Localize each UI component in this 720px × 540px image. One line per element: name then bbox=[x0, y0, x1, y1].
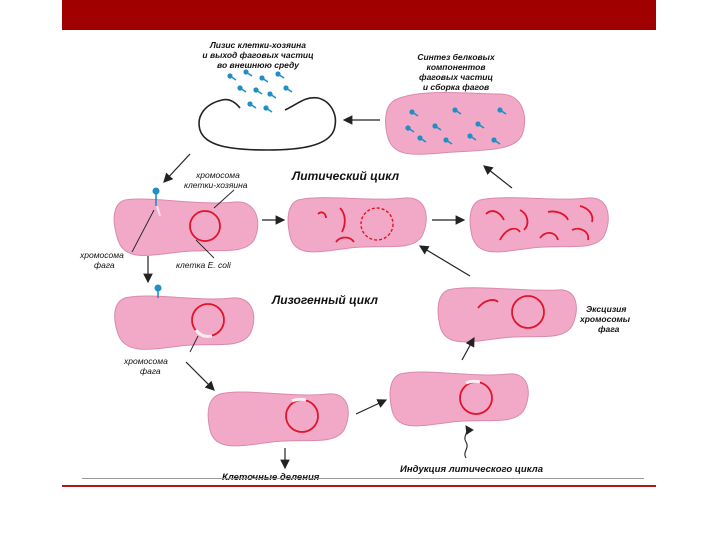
host-chromosome-label-line-1: хромосома bbox=[195, 170, 240, 180]
excision-label-line-3: фага bbox=[598, 324, 620, 334]
header-bar bbox=[62, 0, 656, 30]
synthesis-label-line-2: компонентов bbox=[427, 62, 486, 72]
host-chromosome-label-line-2: клетки-хозяина bbox=[184, 180, 248, 190]
lytic-cell-2 bbox=[469, 197, 609, 253]
bottom-rule-grey bbox=[82, 478, 644, 479]
phage-chromosome-label-1-line-2: фага bbox=[94, 260, 115, 270]
lysogenic-cycle-title: Лизогенный цикл bbox=[271, 293, 379, 307]
replicated-phage-dna bbox=[485, 205, 594, 241]
label-pointers bbox=[131, 189, 235, 353]
prophage-segment-1 bbox=[194, 329, 213, 338]
phage-dna-fragments bbox=[317, 207, 355, 243]
daughter-cell-1 bbox=[207, 391, 349, 447]
infected-cell bbox=[113, 198, 259, 256]
synthesis-label-line-1: Синтез белковых bbox=[417, 52, 496, 62]
excision-cell bbox=[437, 287, 577, 343]
lysed-cell-outline-2 bbox=[221, 98, 241, 109]
synthesis-label-line-3: фаговых частиц bbox=[419, 72, 493, 82]
induction-squiggle bbox=[464, 425, 474, 459]
attached-phage bbox=[154, 284, 162, 298]
lysis-label-line-3: во внешнюю среду bbox=[217, 60, 300, 70]
lysis-label-line-2: и выход фаговых частиц bbox=[202, 50, 314, 60]
excision-label-line-2: хромосомы bbox=[579, 314, 631, 324]
ecoli-cell-label: клетка E. coli bbox=[176, 260, 232, 270]
prophage-segment-3 bbox=[465, 379, 481, 385]
lysis-label-line-1: Лизис клетки-хозяина bbox=[209, 40, 306, 50]
excision-label-line-1: Эксцизия bbox=[586, 304, 626, 314]
degraded-host-chromosome bbox=[360, 207, 394, 241]
lysed-cell-outline bbox=[198, 96, 337, 151]
host-chromosome-circle bbox=[189, 210, 221, 242]
phage-chromosome-label-2-line-1: хромосома bbox=[123, 356, 168, 366]
cycle-arrows bbox=[143, 115, 513, 470]
prophage-segment-2 bbox=[291, 397, 307, 403]
phage-chromosome-label-1-line-1: хромосома bbox=[79, 250, 124, 260]
synthesis-cell bbox=[385, 92, 526, 155]
host-chromosome-excised bbox=[511, 295, 545, 329]
phage-chromosome-label-2-line-2: фага bbox=[140, 366, 161, 376]
synthesis-label-line-4: и сборка фагов bbox=[423, 82, 489, 92]
bottom-rule-red bbox=[62, 485, 656, 487]
injecting-phage bbox=[152, 187, 161, 217]
cell-division-label: Клеточные деления bbox=[222, 472, 320, 483]
lytic-cycle-title: Литический цикл bbox=[291, 169, 400, 183]
lytic-cell-1 bbox=[287, 197, 427, 253]
lysogenic-cell-1 bbox=[114, 295, 255, 350]
induction-label: Индукция литического цикла bbox=[400, 464, 543, 475]
excised-phage-dna bbox=[477, 299, 499, 309]
